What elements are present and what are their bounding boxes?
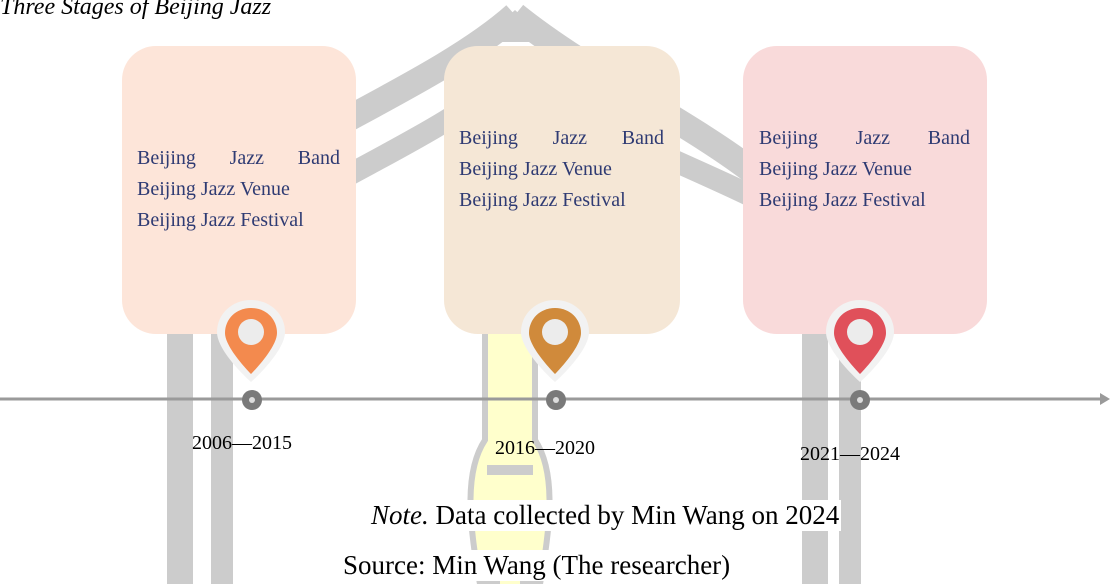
period-label-3: 2021—2024 [800,443,900,465]
stage-3-item-1: Beijing Jazz Band [759,123,970,154]
road-arrow [480,10,550,42]
timeline-marker [242,390,262,410]
word: Beijing [459,127,518,149]
word: Beijing [137,147,196,169]
word: Band [621,127,664,149]
location-pin-icon [217,300,285,382]
stage-2-item-1: Beijing Jazz Band [459,123,664,154]
period-label-1: 2006—2015 [192,432,292,454]
note-text: Data collected by Min Wang on 2024 [428,500,840,530]
figure-note: Note. Data collected by Min Wang on 2024 [369,500,842,531]
timeline-marker [850,390,870,410]
stage-card-1 [122,46,356,334]
stage-1-item-1: Beijing Jazz Band [137,143,340,174]
word: Jazz [552,127,588,149]
word: Band [927,127,970,149]
timeline-arrowhead [1100,393,1110,405]
stage-card-3 [743,46,987,334]
figure-source: Source: Min Wang (The researcher) [341,550,733,581]
note-label: Note. [371,500,429,530]
location-pin-icon [826,300,894,382]
location-pin-icon [521,300,589,382]
stage-2-item-3: Beijing Jazz Festival [459,189,626,211]
stage-1-item-3: Beijing Jazz Festival [137,209,304,231]
stage-2-item-2: Beijing Jazz Venue [459,158,612,180]
stage-1-item-2: Beijing Jazz Venue [137,178,290,200]
stage-3-items: Beijing Jazz Band Beijing Jazz Venue Beiji… [759,123,970,216]
stage-3-item-3: Beijing Jazz Festival [759,189,926,211]
figure-title: Three Stages of Beijing Jazz [0,0,272,20]
word: Beijing [759,127,818,149]
stage-1-items: Beijing Jazz Band Beijing Jazz Venue Beiji… [137,143,340,236]
stage-3-item-2: Beijing Jazz Venue [759,158,912,180]
period-label-2: 2016—2020 [495,437,595,459]
word: Jazz [229,147,265,169]
timeline-marker [546,390,566,410]
stage-card-2 [444,46,680,334]
word: Band [297,147,340,169]
stage-2-items: Beijing Jazz Band Beijing Jazz Venue Beiji… [459,123,664,216]
word: Jazz [855,127,891,149]
